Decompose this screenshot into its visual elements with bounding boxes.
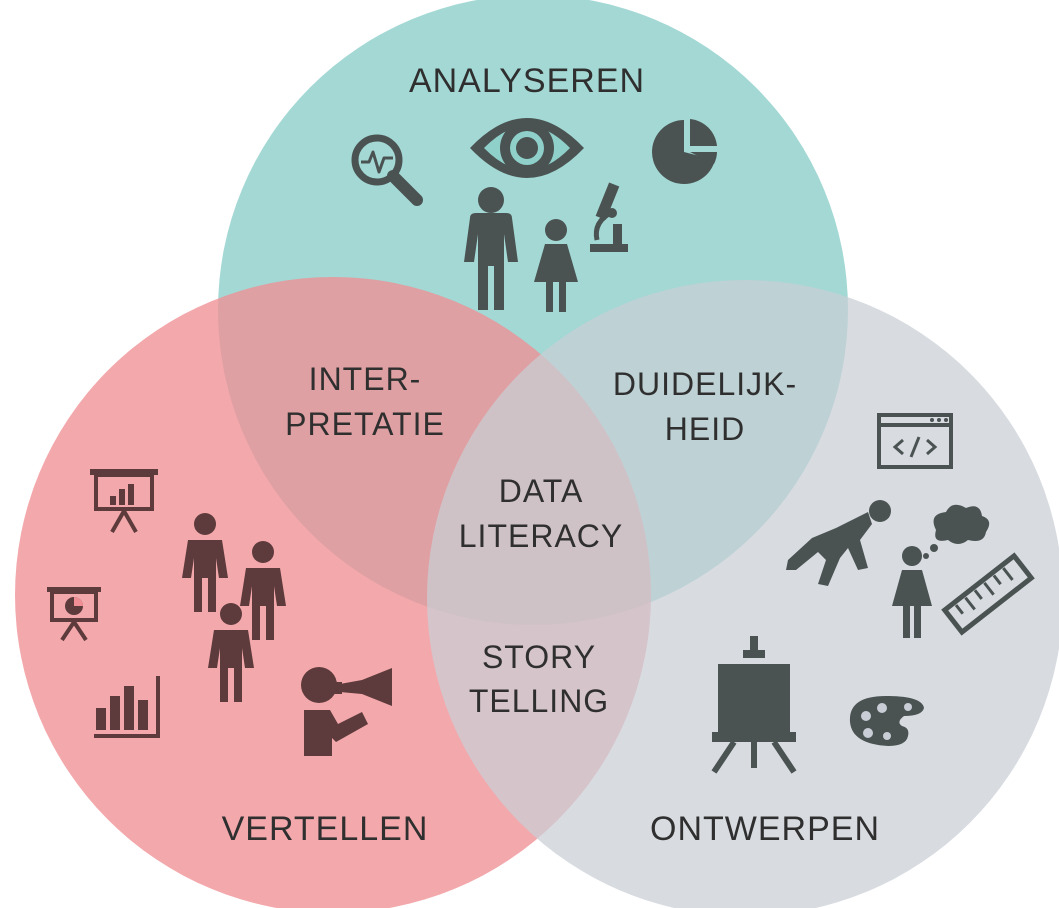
person-icon bbox=[182, 513, 228, 612]
thought-cloud-icon bbox=[923, 504, 990, 559]
label-analyseren: ANALYSEREN bbox=[409, 62, 645, 100]
ruler-icon bbox=[941, 552, 1035, 636]
woman-icon bbox=[534, 219, 578, 312]
label-vertellen: VERTELLEN bbox=[222, 810, 429, 848]
label-data-literacy-1: DATA bbox=[499, 473, 584, 509]
label-duidelijkheid-1: DUIDELIJK- bbox=[613, 366, 797, 402]
label-ontwerpen: ONTWERPEN bbox=[650, 810, 880, 848]
bar-chart-icon bbox=[94, 676, 160, 738]
code-window-icon bbox=[877, 413, 953, 469]
megaphone-person-icon bbox=[301, 667, 392, 756]
person-icon bbox=[208, 603, 254, 702]
circle-ontwerpen bbox=[427, 280, 1059, 908]
microscope-icon bbox=[590, 182, 628, 252]
magnifier-pulse-icon bbox=[351, 134, 423, 206]
crawling-person-icon bbox=[786, 500, 891, 586]
person-icon bbox=[240, 541, 286, 640]
presentation-bar-chart-icon bbox=[90, 469, 158, 533]
easel-icon bbox=[711, 636, 797, 774]
people-group-icon bbox=[182, 513, 286, 702]
palette-icon bbox=[849, 696, 924, 746]
label-storytelling-2: TELLING bbox=[469, 683, 609, 719]
label-storytelling-1: STORY bbox=[482, 639, 596, 675]
label-duidelijkheid-2: HEID bbox=[665, 411, 745, 447]
pie-chart-icon bbox=[652, 119, 717, 185]
eye-icon bbox=[470, 118, 584, 178]
label-data-literacy-2: LITERACY bbox=[459, 518, 623, 554]
man-icon bbox=[464, 187, 518, 310]
presentation-pie-icon bbox=[47, 587, 101, 642]
label-interpretatie-1: INTER- bbox=[309, 361, 422, 397]
thinking-woman-icon bbox=[892, 546, 932, 638]
label-interpretatie-2: PRETATIE bbox=[285, 406, 445, 442]
